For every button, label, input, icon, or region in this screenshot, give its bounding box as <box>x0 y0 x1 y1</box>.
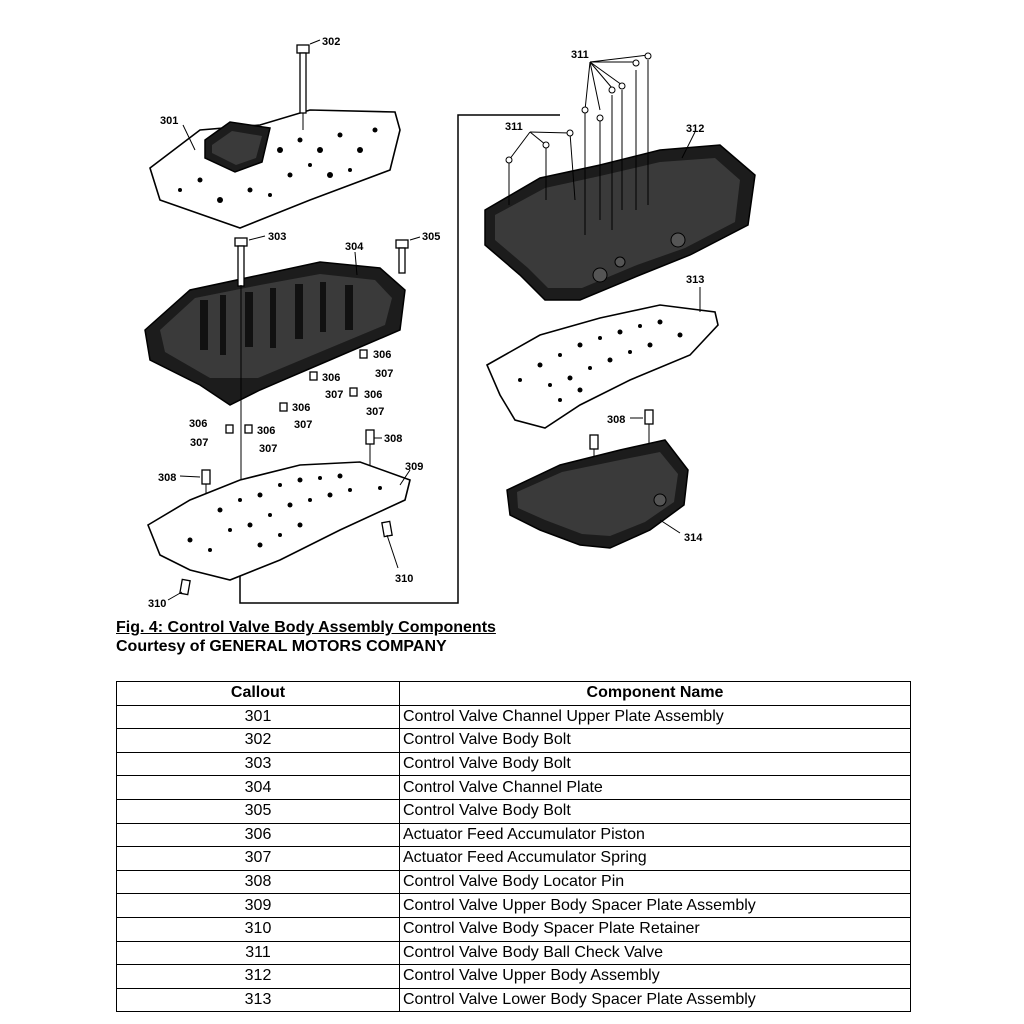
channel-plate-304 <box>144 261 406 406</box>
header-component-name: Component Name <box>399 681 911 706</box>
assembly-connector-line <box>239 114 560 604</box>
figure-title: Fig. 4: Control Valve Body Assembly Comp… <box>116 619 496 636</box>
callout-306: 306 <box>322 372 340 384</box>
row-callout: 312 <box>116 964 400 989</box>
row-callout: 306 <box>116 822 400 848</box>
row-component-name: Control Valve Body Bolt <box>399 798 911 824</box>
row-component-name: Control Valve Upper Body Spacer Plate As… <box>399 893 911 918</box>
row-callout: 307 <box>116 846 400 871</box>
row-component-name: Control Valve Channel Plate <box>399 775 911 800</box>
callout-308: 308 <box>158 472 176 484</box>
row-component-name: Actuator Feed Accumulator Spring <box>399 846 911 871</box>
row-component-name: Actuator Feed Accumulator Piston <box>399 822 911 848</box>
row-callout: 311 <box>116 940 400 966</box>
row-component-name: Control Valve Body Bolt <box>399 728 911 753</box>
callout-306: 306 <box>292 402 310 414</box>
row-component-name: Control Valve Body Spacer Plate Retainer <box>399 916 911 942</box>
callout-306: 306 <box>189 418 207 430</box>
lower-body-314 <box>506 439 689 549</box>
callout-307: 307 <box>366 406 384 418</box>
row-component-name: Control Valve Body Bolt <box>399 751 911 777</box>
callout-307: 307 <box>259 443 277 455</box>
callout-303: 303 <box>268 231 286 243</box>
row-callout: 310 <box>116 916 400 942</box>
callout-307: 307 <box>190 437 208 449</box>
callout-314: 314 <box>684 532 703 544</box>
row-callout: 309 <box>116 893 400 918</box>
figure-credit: Courtesy of GENERAL MOTORS COMPANY <box>116 638 447 655</box>
table-header-row: Callout Component Name <box>116 681 911 706</box>
callout-306: 306 <box>364 389 382 401</box>
row-callout: 305 <box>116 798 400 824</box>
callout-313: 313 <box>686 274 704 286</box>
callout-310: 310 <box>395 573 413 585</box>
header-callout: Callout <box>116 681 400 706</box>
callout-311: 311 <box>505 121 523 133</box>
bolt-305 <box>395 239 409 274</box>
callout-308: 308 <box>384 433 402 445</box>
bolt-302 <box>296 44 310 114</box>
callout-302: 302 <box>322 36 340 48</box>
row-component-name: Control Valve Upper Body Assembly <box>399 964 911 989</box>
row-callout: 303 <box>116 751 400 777</box>
figure-caption: Fig. 4: Control Valve Body Assembly Comp… <box>116 618 816 656</box>
row-callout: 304 <box>116 775 400 800</box>
upper-body-312 <box>484 144 756 301</box>
row-component-name: Control Valve Channel Upper Plate Assemb… <box>399 704 911 730</box>
callout-308: 308 <box>607 414 625 426</box>
callout-310: 310 <box>148 598 166 610</box>
callout-301: 301 <box>160 115 178 127</box>
callout-307: 307 <box>375 368 393 380</box>
row-callout: 301 <box>116 704 400 730</box>
exploded-diagram: 301 302 303 304 305 306 307 306 307 306 … <box>144 36 756 610</box>
callout-306: 306 <box>373 349 391 361</box>
callout-309: 309 <box>405 461 423 473</box>
callout-311: 311 <box>571 49 589 61</box>
row-component-name: Control Valve Body Locator Pin <box>399 869 911 895</box>
row-callout: 308 <box>116 869 400 895</box>
row-component-name: Control Valve Lower Body Spacer Plate As… <box>399 987 911 1013</box>
row-component-name: Control Valve Body Ball Check Valve <box>399 940 911 966</box>
callout-305: 305 <box>422 231 440 243</box>
spacer-plate-309 <box>147 461 411 581</box>
spacer-plate-313 <box>485 304 719 429</box>
row-callout: 313 <box>116 987 400 1013</box>
callout-307: 307 <box>325 389 343 401</box>
accumulator-parts <box>225 349 368 434</box>
callout-306: 306 <box>257 425 275 437</box>
retainer-310 <box>179 520 393 596</box>
upper-channel-plate-301 <box>149 109 401 229</box>
callout-304: 304 <box>345 241 364 253</box>
callout-312: 312 <box>686 123 704 135</box>
row-callout: 302 <box>116 728 400 753</box>
callout-307: 307 <box>294 419 312 431</box>
